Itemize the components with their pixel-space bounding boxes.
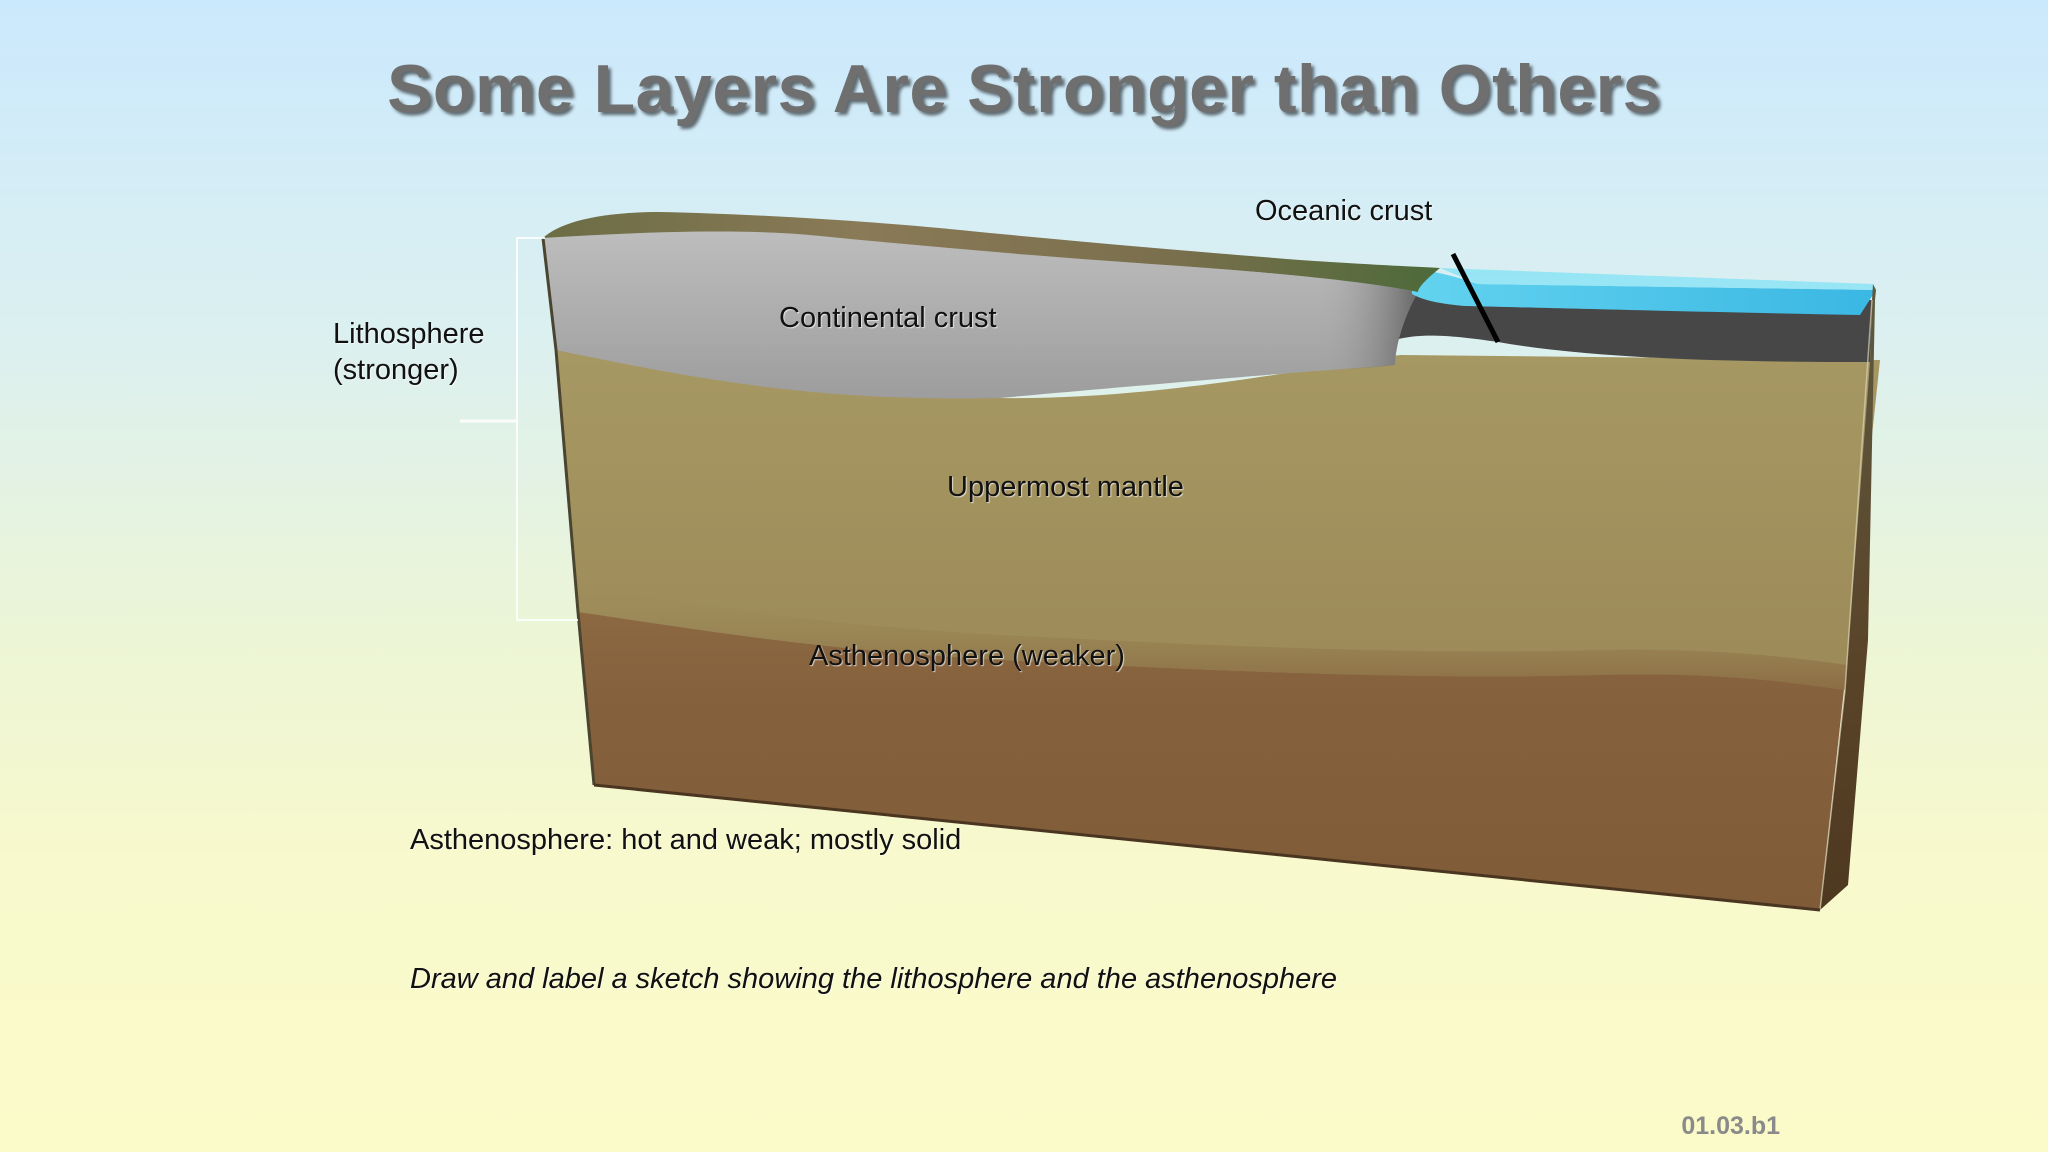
- slide-code: 01.03.b1: [1681, 1112, 1780, 1140]
- asthenosphere-layer: [578, 600, 1845, 910]
- slide-title: Some Layers Are Stronger than Others: [387, 51, 1661, 127]
- sketch-instruction: Draw and label a sketch showing the lith…: [410, 963, 1337, 995]
- uppermost-mantle-label: Uppermost mantle: [947, 471, 1184, 503]
- block-right-face: [1820, 284, 1876, 910]
- lithosphere-label-line1: Lithosphere: [333, 318, 485, 350]
- uppermost-mantle-layer: [556, 350, 1880, 690]
- asthenosphere-definition: Asthenosphere: hot and weak; mostly soli…: [410, 824, 962, 856]
- lithosphere-label-line2: (stronger): [333, 354, 459, 386]
- continental-crust-edge-shade: [1320, 278, 1418, 372]
- ocean-water: [1410, 268, 1876, 315]
- continental-crust-layer: [543, 231, 1418, 399]
- land-surface: [543, 212, 1440, 292]
- continental-crust-label: Continental crust: [779, 302, 997, 334]
- block-left-edge: [541, 237, 596, 786]
- oceanic-crust-label: Oceanic crust: [1255, 195, 1433, 227]
- block-bottom-edge: [593, 783, 1821, 912]
- mantle-asthenosphere-transition: [576, 585, 1847, 690]
- asthenosphere-label: Asthenosphere (weaker): [809, 640, 1125, 672]
- block-right-edge-highlight: [1819, 299, 1873, 911]
- ocean-surface: [1440, 268, 1876, 290]
- lithosphere-label: Lithosphere (stronger): [333, 316, 485, 388]
- lithosphere-bracket: [516, 237, 578, 621]
- oceanic-crust-pointer: [1450, 252, 1501, 344]
